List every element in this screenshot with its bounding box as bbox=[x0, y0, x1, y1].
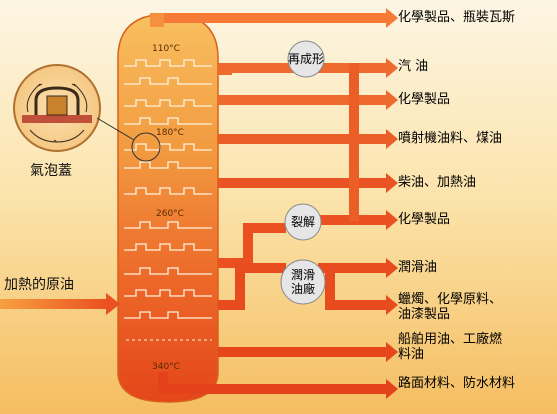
product-diesel: 柴油、加熱油 bbox=[398, 175, 477, 190]
cracking-circle bbox=[284, 203, 322, 241]
lube-plant-circle bbox=[280, 259, 326, 305]
product-chemicals-2: 化學製品 bbox=[398, 92, 451, 107]
product-lubricating-oil: 潤滑油 bbox=[398, 260, 438, 275]
lube-plant-label: 潤滑 油廠 bbox=[290, 268, 315, 296]
reforming-label: 再成形 bbox=[287, 52, 324, 66]
tower-trays bbox=[124, 59, 212, 319]
product-asphalt: 路面材料、防水材料 bbox=[398, 376, 516, 391]
bubble-cap-label: 氣泡蓋 bbox=[30, 163, 72, 179]
crude-input-label: 加熱的原油 bbox=[4, 277, 74, 293]
temp-110: 110°C bbox=[152, 44, 180, 54]
product-wax-paint: 蠟燭、化學原料、 油漆製品 bbox=[398, 292, 503, 322]
product-gasoline: 汽 油 bbox=[398, 59, 429, 74]
product-jet-fuel: 噴射機油料、煤油 bbox=[398, 131, 503, 146]
reforming-circle bbox=[287, 40, 325, 78]
temp-180: 180°C bbox=[156, 128, 184, 138]
cracking-label: 裂解 bbox=[290, 215, 315, 229]
temp-340: 340°C bbox=[152, 362, 180, 372]
bubble-cap-detail bbox=[22, 83, 92, 143]
flow-arrows bbox=[0, 8, 398, 399]
product-chemicals-lpg: 化學製品、瓶裝瓦斯 bbox=[398, 10, 516, 25]
product-marine-fuel: 船舶用油、工廠燃 料油 bbox=[398, 332, 503, 362]
distillation-tower bbox=[117, 13, 219, 403]
product-chemicals-3: 化學製品 bbox=[398, 212, 451, 227]
magnifier-focus-circle bbox=[131, 132, 161, 162]
temp-260: 260°C bbox=[156, 209, 184, 219]
magnifier-pointer-line bbox=[96, 117, 135, 141]
